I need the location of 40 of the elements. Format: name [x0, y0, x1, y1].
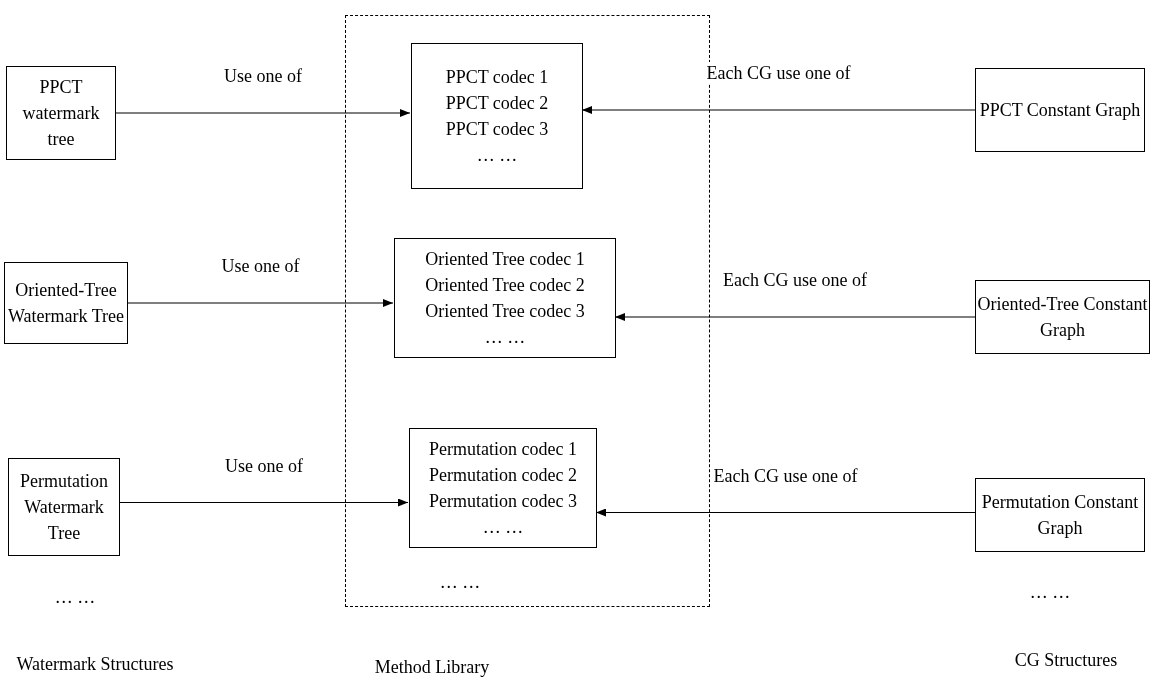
process-box	[409, 428, 597, 548]
box-text: … …	[484, 326, 526, 349]
arrow	[614, 313, 976, 321]
process-box	[4, 262, 128, 344]
box-text: PPCT watermark tree	[21, 76, 101, 151]
process-box	[975, 280, 1150, 354]
process-box	[975, 478, 1145, 552]
text-label: Method Library	[373, 656, 491, 679]
process-box	[8, 458, 120, 556]
box-text: PPCT codec 2	[445, 92, 549, 115]
box-text: Permutation codec 3	[429, 490, 577, 513]
box-text: PPCT Constant Graph	[979, 99, 1141, 122]
text-label: CG Structures	[1013, 649, 1119, 672]
box-text: Oriented Tree codec 2	[425, 274, 585, 297]
arrow	[595, 508, 976, 517]
box-text: Oriented Tree codec 3	[425, 300, 585, 323]
edge-label: Each CG use one of	[704, 62, 853, 84]
arrow	[581, 106, 976, 114]
process-box	[394, 238, 616, 358]
box-text: Permutation Watermark Tree	[19, 470, 109, 545]
arrow	[127, 299, 394, 307]
box-text: Permutation codec 1	[429, 438, 577, 461]
box-text: Oriented Tree codec 1	[425, 248, 585, 271]
box-text: … …	[476, 144, 518, 167]
process-box	[6, 66, 116, 160]
box-text: Permutation codec 2	[429, 464, 577, 487]
box-text: PPCT codec 1	[445, 66, 549, 89]
text-label: … …	[438, 571, 482, 594]
arrow	[115, 109, 411, 117]
text-label: Watermark Structures	[15, 653, 175, 676]
box-text: Oriented-Tree Watermark Tree	[7, 279, 125, 328]
box-text: Oriented-Tree Constant Graph	[976, 293, 1149, 342]
process-box	[975, 68, 1145, 152]
box-text: PPCT codec 3	[445, 118, 549, 141]
text-label: … …	[53, 586, 97, 609]
box-text: Permutation Constant Graph	[980, 491, 1140, 540]
text-label: … …	[1028, 581, 1072, 604]
box-text: … …	[482, 516, 524, 539]
process-box	[411, 43, 583, 189]
arrow	[119, 498, 409, 507]
